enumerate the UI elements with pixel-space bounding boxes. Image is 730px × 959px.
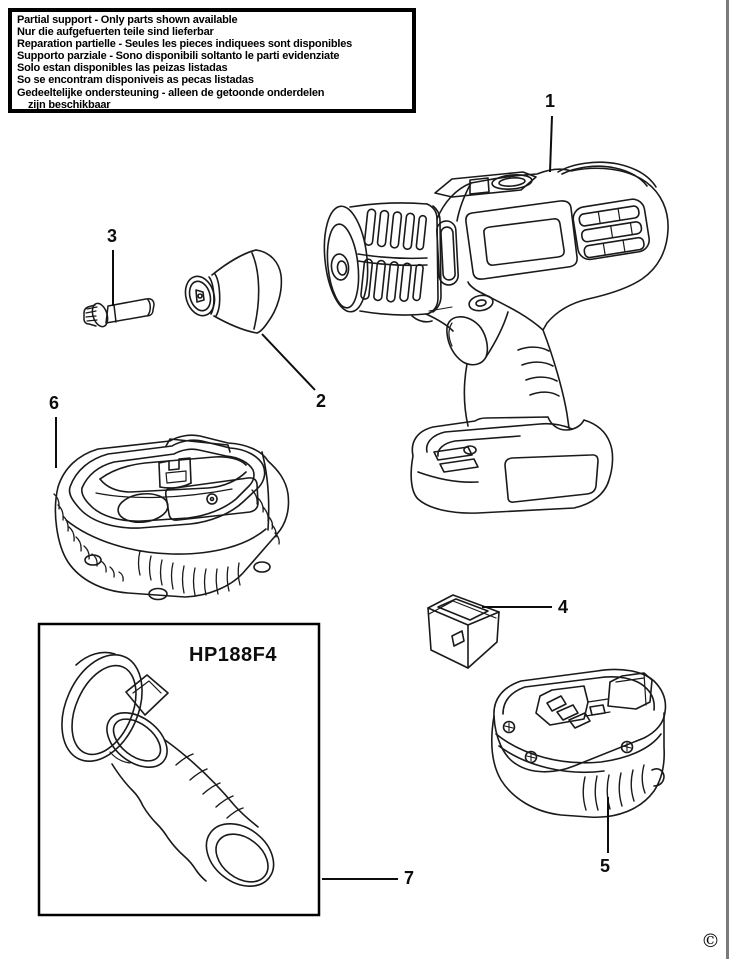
callout-1: 1 bbox=[545, 91, 556, 111]
banner-line-nl-2: zijn beschikbaar bbox=[28, 98, 111, 111]
partial-support-banner: Partial support - Only parts shown avail… bbox=[8, 8, 416, 113]
banner-line-it: Supporto parziale - Sono disponibili sol… bbox=[17, 50, 340, 63]
model-number-label: HP188F4 bbox=[189, 644, 277, 666]
callout-7: 7 bbox=[404, 868, 415, 888]
callout-3: 3 bbox=[107, 226, 118, 246]
charger-illustration bbox=[53, 434, 290, 601]
battery-illustration bbox=[491, 668, 667, 819]
banner-line-es: Solo estan disponibles las peizas listad… bbox=[17, 62, 228, 75]
banner-line-de: Nur die aufgefuerten teile sind lieferba… bbox=[17, 26, 214, 39]
callout-6: 6 bbox=[49, 393, 60, 413]
screw-illustration bbox=[83, 298, 155, 328]
side-handle-illustration bbox=[61, 651, 275, 887]
drill-illustration bbox=[323, 161, 669, 514]
leader-line-2 bbox=[261, 333, 316, 391]
callout-5: 5 bbox=[600, 856, 611, 876]
copyright-mark: © bbox=[701, 930, 720, 952]
callout-4: 4 bbox=[558, 597, 569, 617]
callout-2: 2 bbox=[316, 391, 327, 411]
banner-line-en: Partial support - Only parts shown avail… bbox=[17, 14, 238, 26]
banner-line-fr: Reparation partielle - Seules les pieces… bbox=[17, 38, 353, 51]
leader-lines bbox=[55, 115, 609, 880]
page-edge-line bbox=[726, 0, 729, 959]
chuck-illustration bbox=[184, 249, 283, 334]
banner-line-pt: So se encontram disponiveis as pecas lis… bbox=[17, 74, 254, 87]
leader-line-1 bbox=[549, 115, 553, 173]
battery-cap-illustration bbox=[427, 594, 500, 669]
banner-line-nl: Gedeeltelijke ondersteuning - alleen de … bbox=[17, 86, 325, 99]
model-box-border bbox=[37, 622, 321, 917]
